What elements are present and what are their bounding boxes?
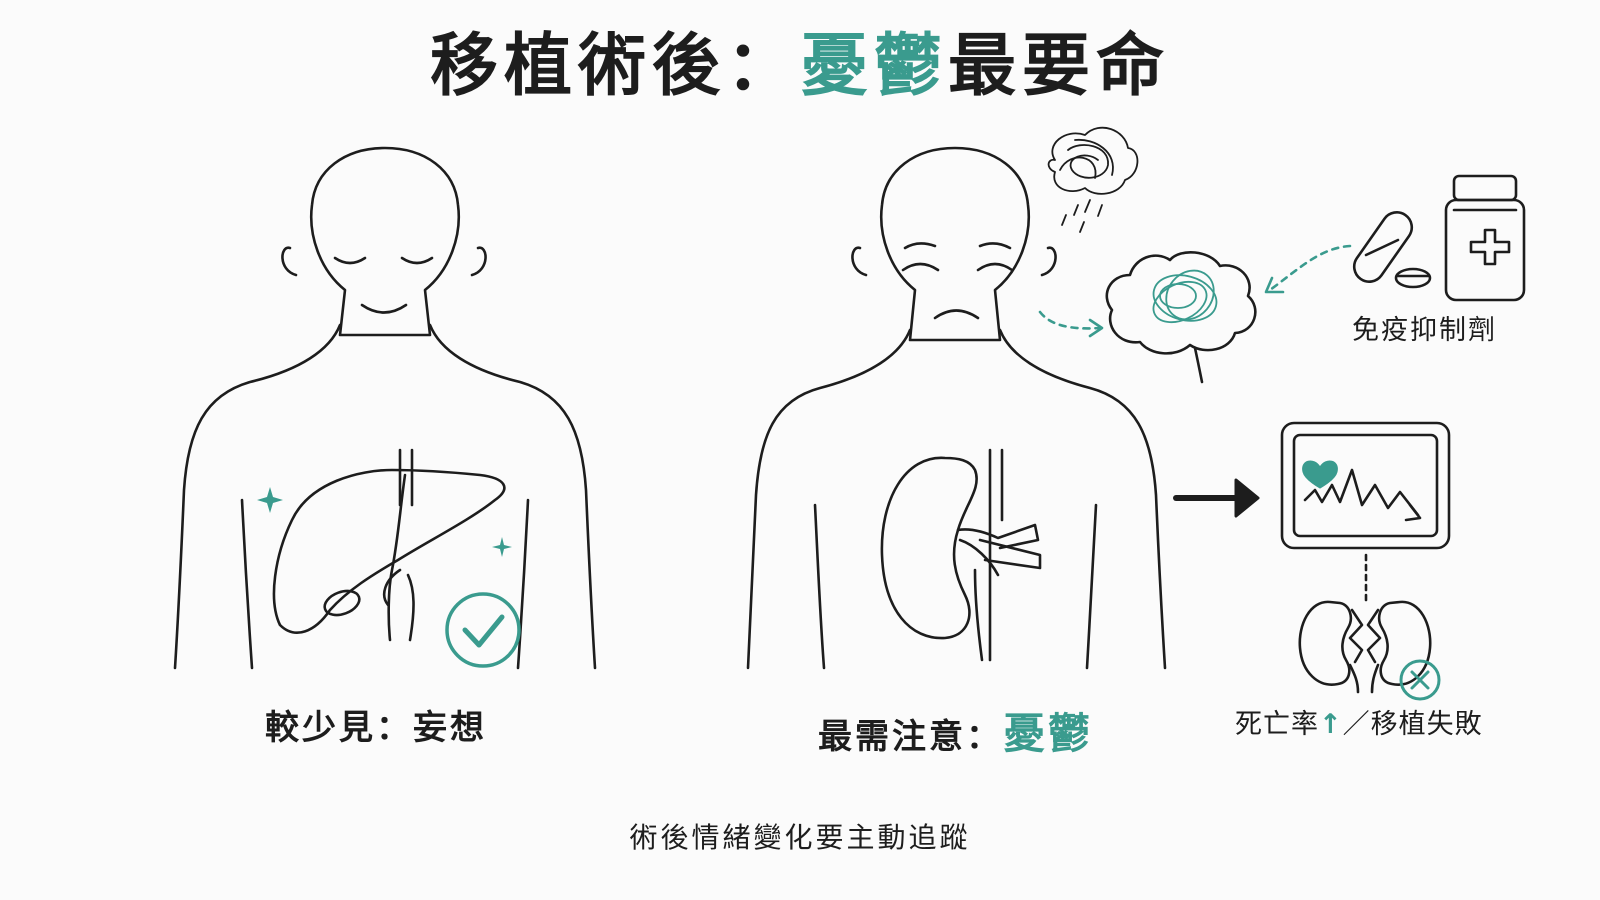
delusion-label: 較少見：妄想 — [265, 708, 487, 748]
depression-label-highlight: 憂鬱 — [1003, 709, 1094, 758]
title-suffix: 最要命 — [948, 27, 1171, 106]
check-circle-icon — [445, 592, 521, 668]
sad-figure — [746, 146, 1167, 670]
calm-head — [309, 146, 461, 337]
title-highlight: 憂鬱 — [799, 27, 948, 106]
up-arrow-icon: ↑ — [1319, 709, 1343, 740]
calm-figure — [173, 146, 597, 670]
outcome-label: 死亡率↑／移植失敗 — [1235, 702, 1483, 741]
liver-icon — [272, 448, 506, 642]
tangled-brain-icon — [1105, 250, 1257, 384]
depression-label: 最需注意：憂鬱 — [818, 700, 1093, 761]
page-title: 移植術後：憂鬱最要命 — [0, 22, 1600, 112]
dashed-arrow-from-meds — [1268, 244, 1352, 292]
sparkle-icon — [492, 537, 512, 557]
x-circle-icon — [1399, 659, 1441, 701]
sparkle-icon — [257, 487, 283, 513]
sad-head — [879, 146, 1031, 342]
capsule-icon — [1352, 211, 1432, 289]
monitor-heart-icon — [1280, 421, 1451, 550]
storm-cloud-icon — [1047, 126, 1139, 233]
immunosuppressant-label: 免疫抑制劑 — [1352, 315, 1497, 346]
dashed-arrow-head — [1264, 276, 1285, 294]
sad-body — [746, 328, 1167, 670]
mortality-text: 死亡率 — [1235, 709, 1319, 740]
broken-kidney-icon — [1298, 600, 1432, 694]
depression-label-prefix: 最需注意： — [818, 717, 1003, 757]
graft-failure-text: ／移植失敗 — [1342, 709, 1483, 740]
right-arrow-icon — [1173, 478, 1260, 518]
title-prefix: 移植術後： — [429, 27, 800, 106]
pill-bottle-icon — [1444, 174, 1526, 302]
calm-body — [173, 323, 597, 670]
kidney-icon — [880, 448, 1042, 662]
footer-caption: 術後情緒變化要主動追蹤 — [629, 821, 971, 854]
dashed-arrow-head — [1088, 318, 1104, 338]
dashed-arrow-to-brain — [1038, 310, 1102, 330]
